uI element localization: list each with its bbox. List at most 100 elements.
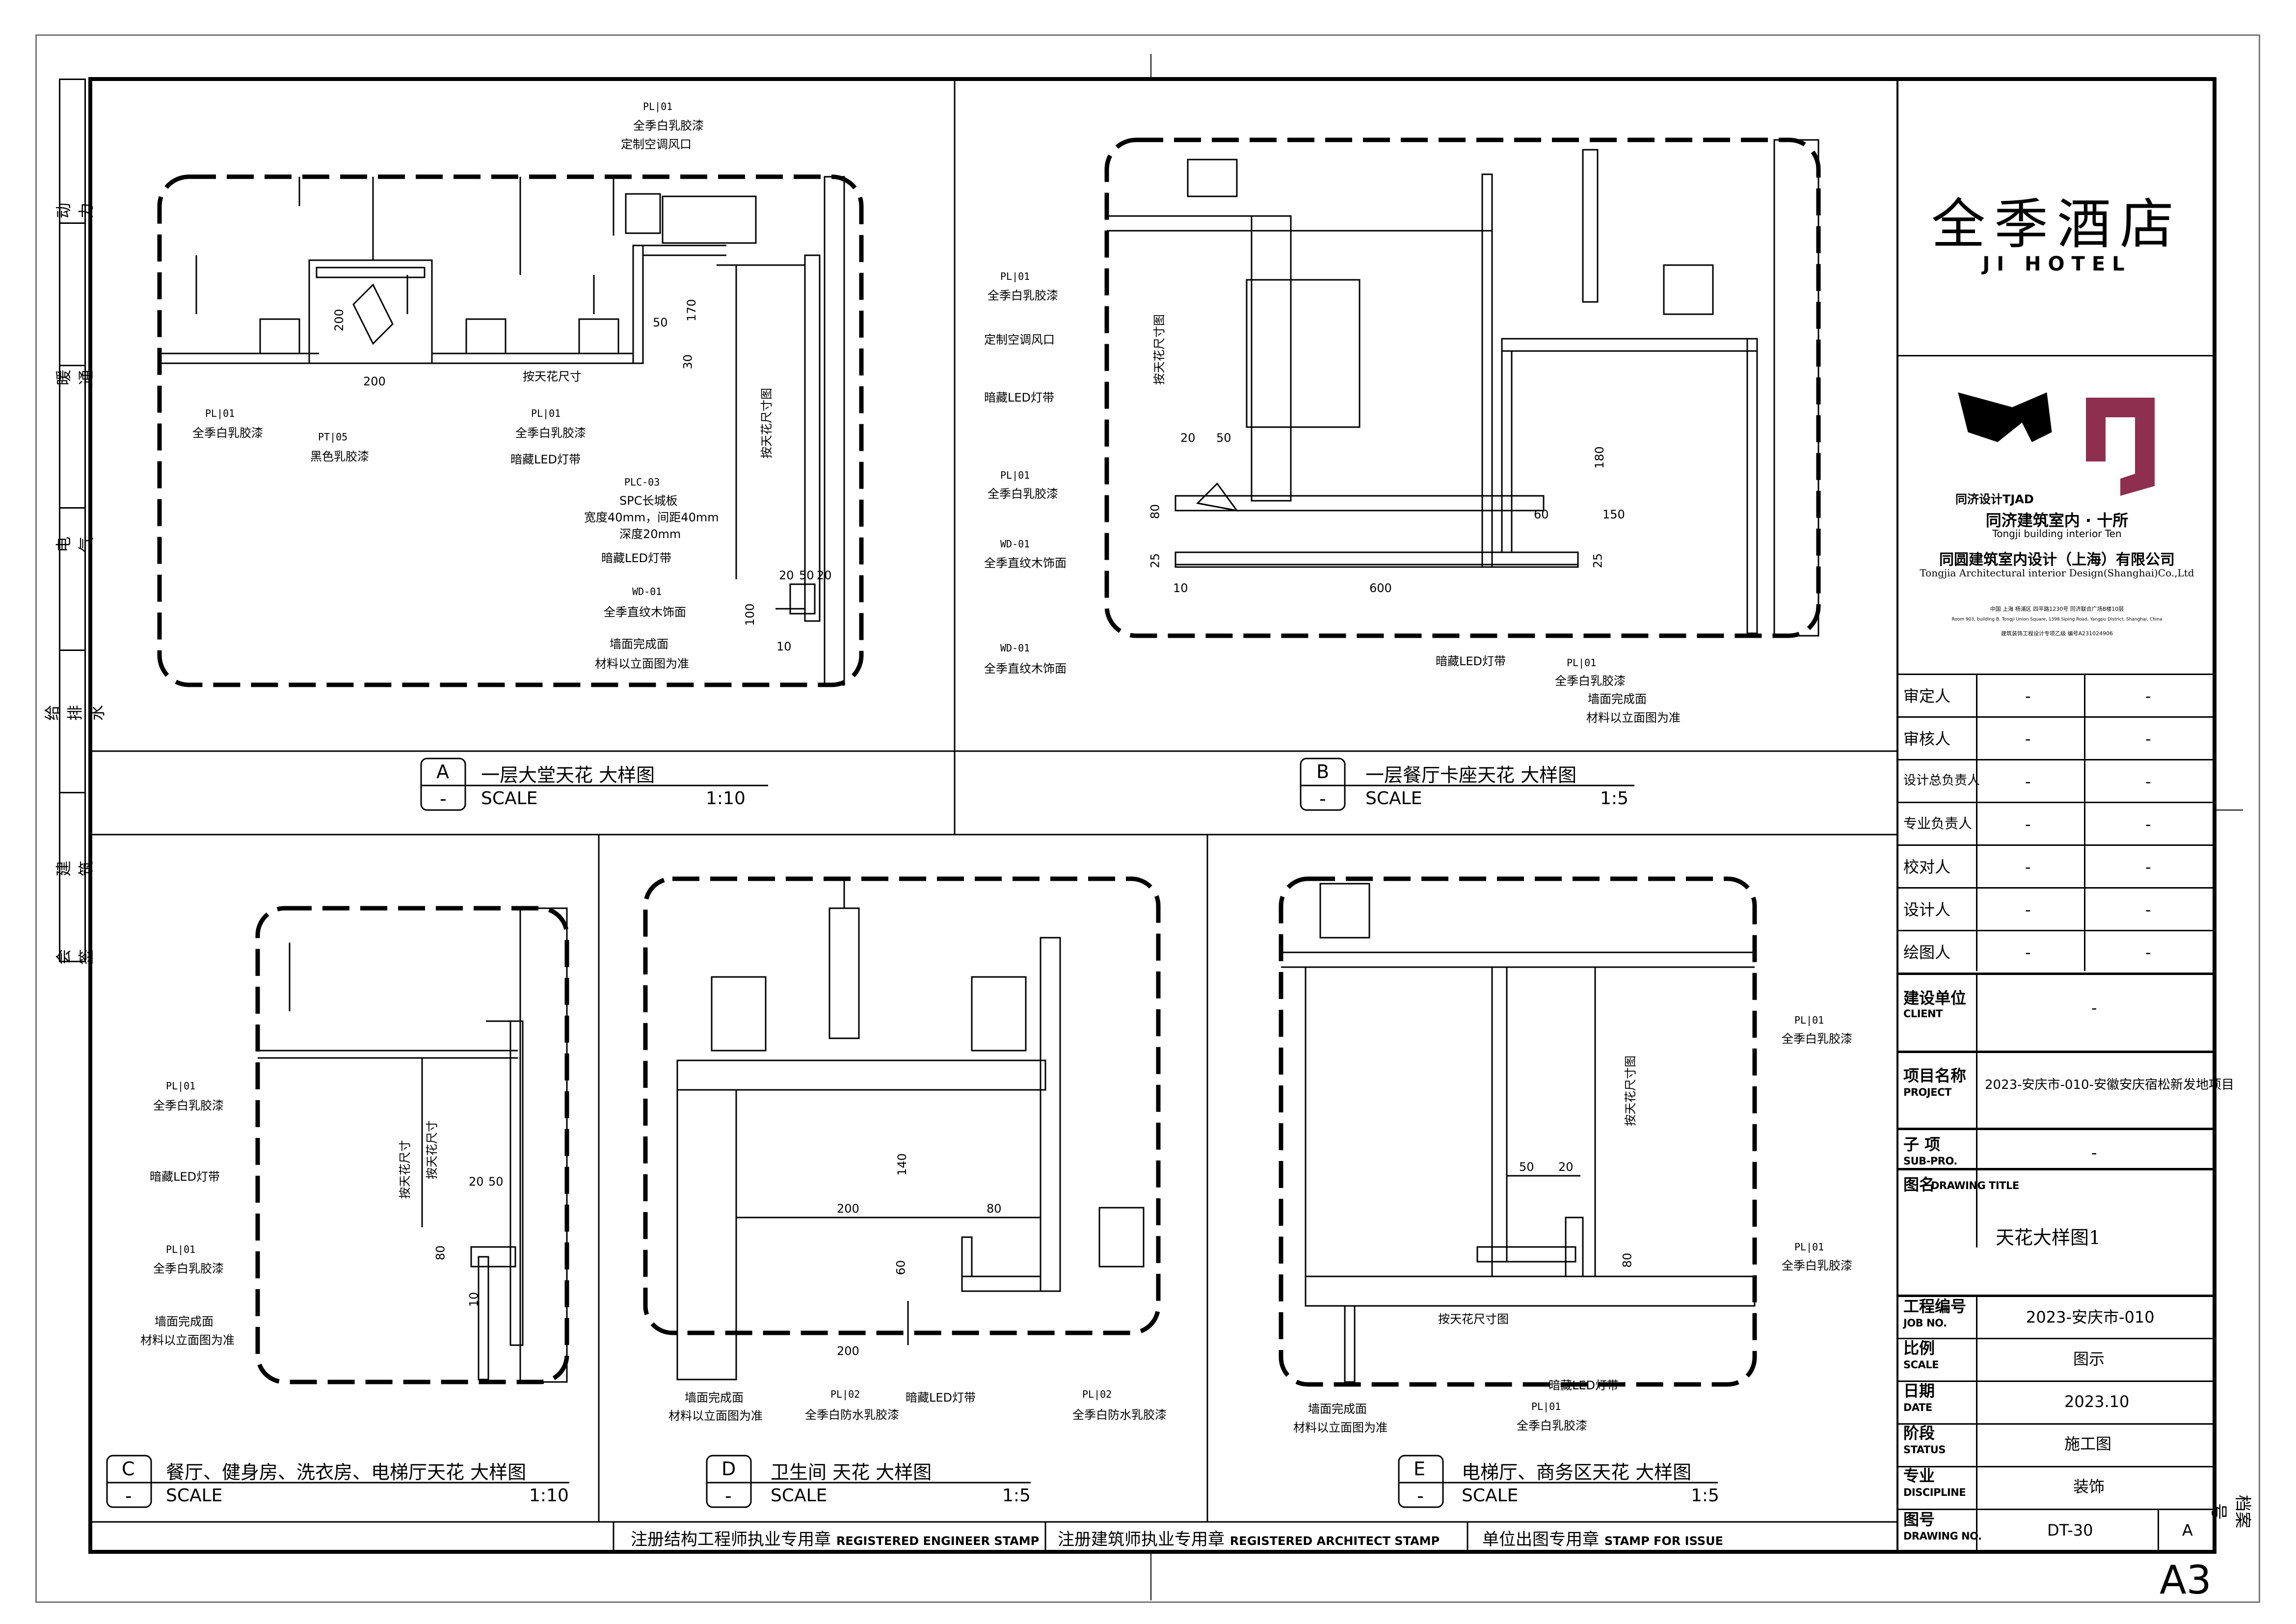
signoff-b-6: -	[2145, 900, 2151, 919]
tag-pl01-e-a: PL|01	[1794, 1014, 1824, 1026]
discipline-label-en: DISCIPLINE	[1903, 1487, 1966, 1498]
subpro-value: -	[2091, 1143, 2097, 1162]
scale-label-cn: 比例	[1903, 1339, 1935, 1357]
dim-c-2: 按天花尺寸	[425, 1120, 439, 1179]
signoff-label-5: 校对人	[1903, 858, 1951, 876]
dim-b-600: 600	[1369, 581, 1392, 595]
tag-pl02-d-b: PL|02	[1082, 1388, 1112, 1400]
panel-b-title: 一层餐厅卡座天花 大样图	[1365, 764, 1577, 786]
stamp-issue: 单位出图专用章 STAMP FOR ISSUE	[1482, 1530, 1723, 1549]
note-d-wall2: 材料以立面图为准	[668, 1409, 763, 1423]
tag-wd01-b-b: WD-01	[1000, 642, 1030, 654]
client-label-en: CLIENT	[1903, 1008, 1943, 1020]
dim-b-ceiling: 按天花尺寸图	[1152, 314, 1166, 385]
date-label-en: DATE	[1903, 1402, 1932, 1413]
dim-a-10: 10	[776, 640, 792, 653]
dim-a-20b: 20	[817, 568, 832, 582]
dim-d-60: 60	[894, 1260, 908, 1275]
jobno-value: 2023-安庆市-010	[2026, 1308, 2155, 1326]
dim-c-20: 20	[469, 1175, 484, 1189]
note-c-wall2: 材料以立面图为准	[140, 1333, 235, 1347]
panel-a-sub: -	[440, 788, 447, 810]
signoff-a-4: -	[2025, 815, 2031, 834]
sheet-border	[35, 34, 2260, 1603]
drawingno-label-en: DRAWING NO.	[1903, 1530, 1982, 1542]
dim-a-100: 100	[743, 603, 757, 626]
signoff-b-1: -	[2145, 687, 2151, 705]
signoff-b-7: -	[2145, 943, 2151, 962]
dim-b-180: 180	[1592, 446, 1606, 469]
note-a-led2: 暗藏LED灯带	[601, 551, 672, 565]
project-value: 2023-安庆市-010-安徽安庆宿松新发地项目	[1985, 1078, 2234, 1092]
note-a-pl01-top: 全季白乳胶漆	[633, 119, 704, 133]
firm-dept-cn: 同济建筑室内 · 十所	[1985, 511, 2129, 530]
note-c-pl01b: 全季白乳胶漆	[153, 1262, 224, 1275]
drawingno-value: DT-30	[2047, 1521, 2093, 1540]
note-c-led: 暗藏LED灯带	[150, 1170, 220, 1184]
note-a-plc03-l1: SPC长城板	[619, 494, 678, 508]
signoff-label-2: 审核人	[1903, 730, 1951, 748]
project-label-cn: 项目名称	[1903, 1066, 1967, 1085]
dim-b-25b: 25	[1591, 553, 1605, 568]
note-b-wd01b: 全季直纹木饰面	[984, 662, 1067, 676]
note-e-wall1: 墙面完成面	[1308, 1402, 1367, 1416]
tag-pl01-c-a: PL|01	[166, 1080, 196, 1092]
note-a-pl01-left: 全季白乳胶漆	[192, 426, 263, 440]
note-a-wall2: 材料以立面图为准	[595, 657, 689, 671]
date-label-cn: 日期	[1903, 1381, 1935, 1400]
note-b-wall2: 材料以立面图为准	[1586, 711, 1681, 725]
note-b-pl01c: 全季白乳胶漆	[1555, 674, 1626, 688]
tag-pl01-a-mid: PL|01	[531, 407, 561, 419]
dim-c-1: 按天花尺寸	[398, 1140, 412, 1199]
note-e-pl01c: 全季白乳胶漆	[1517, 1419, 1587, 1433]
tag-pl01-a-top: PL|01	[643, 101, 673, 112]
panel-a-title: 一层大堂天花 大样图	[481, 764, 655, 786]
signoff-a-5: -	[2025, 858, 2031, 876]
scale-label-en: SCALE	[1903, 1359, 1939, 1371]
note-d-led: 暗藏LED灯带	[906, 1391, 976, 1405]
note-d-pl02a: 全季白防水乳胶漆	[805, 1408, 899, 1422]
signoff-a-7: -	[2025, 943, 2031, 962]
dim-c-80: 80	[433, 1245, 448, 1261]
panel-d-title: 卫生间 天花 大样图	[771, 1462, 932, 1483]
dim-b-25a: 25	[1148, 553, 1162, 568]
client-label-cn: 建设单位	[1903, 989, 1967, 1007]
panel-d-id: D	[721, 1458, 736, 1480]
panel-e-scale: 1:5	[1691, 1486, 1719, 1506]
stamp-engineer: 注册结构工程师执业专用章 REGISTERED ENGINEER STAMP	[631, 1530, 1040, 1549]
panel-c-title: 餐厅、健身房、洗衣房、电梯厅天花 大样图	[166, 1462, 527, 1483]
project-label-en: PROJECT	[1903, 1086, 1951, 1098]
panel-a-scale-label: SCALE	[481, 788, 538, 809]
note-a-ac-vent: 定制空调风口	[621, 137, 692, 151]
date-value: 2023.10	[2064, 1392, 2130, 1411]
stamp-architect: 注册建筑师执业专用章 REGISTERED ARCHITECT STAMP	[1058, 1530, 1440, 1549]
signoff-label-1: 审定人	[1903, 687, 1951, 705]
panel-e-sub: -	[1417, 1485, 1424, 1507]
archive-no-label: 档案号	[2209, 1495, 2252, 1528]
dim-a-200a: 200	[363, 375, 386, 388]
firm-dept-en: Tongji building interior Ten	[1992, 528, 2122, 540]
title-block: 全季酒店 JI HOTEL 同济设计TJAD 同济建筑室内 · 十所 Tongj…	[1897, 77, 2234, 1554]
dim-a-ceiling2: 按天花尺寸图	[760, 388, 774, 459]
note-a-pt05: 黑色乳胶漆	[310, 450, 369, 463]
note-a-led: 暗藏LED灯带	[510, 453, 581, 466]
note-a-plc03-l3: 深度20mm	[619, 527, 681, 541]
tag-plc03: PLC-03	[624, 476, 660, 488]
note-b-wall1: 墙面完成面	[1588, 692, 1647, 706]
scale-value: 图示	[2073, 1350, 2105, 1368]
dim-a-ceiling: 按天花尺寸	[523, 370, 582, 383]
tag-pl01-b-a: PL|01	[1000, 271, 1030, 282]
discipline-value: 装饰	[2073, 1477, 2105, 1496]
firm-license: 建筑装饰工程设计专项乙级 编号A231024906	[2001, 630, 2113, 637]
panel-b-sub: -	[1319, 788, 1326, 810]
dim-e-2: 按天花尺寸图	[1438, 1312, 1509, 1326]
note-c-wall1: 墙面完成面	[155, 1315, 214, 1328]
status-label-cn: 阶段	[1903, 1424, 1935, 1442]
signoff-label-7: 绘图人	[1903, 943, 1951, 962]
dim-c-50: 50	[488, 1175, 504, 1189]
signoff-label-3: 设计总负责人	[1903, 773, 1980, 788]
status-value: 施工图	[2064, 1435, 2112, 1453]
firm-logo-caption: 同济设计TJAD	[1955, 492, 2034, 506]
signoff-b-2: -	[2145, 730, 2151, 748]
